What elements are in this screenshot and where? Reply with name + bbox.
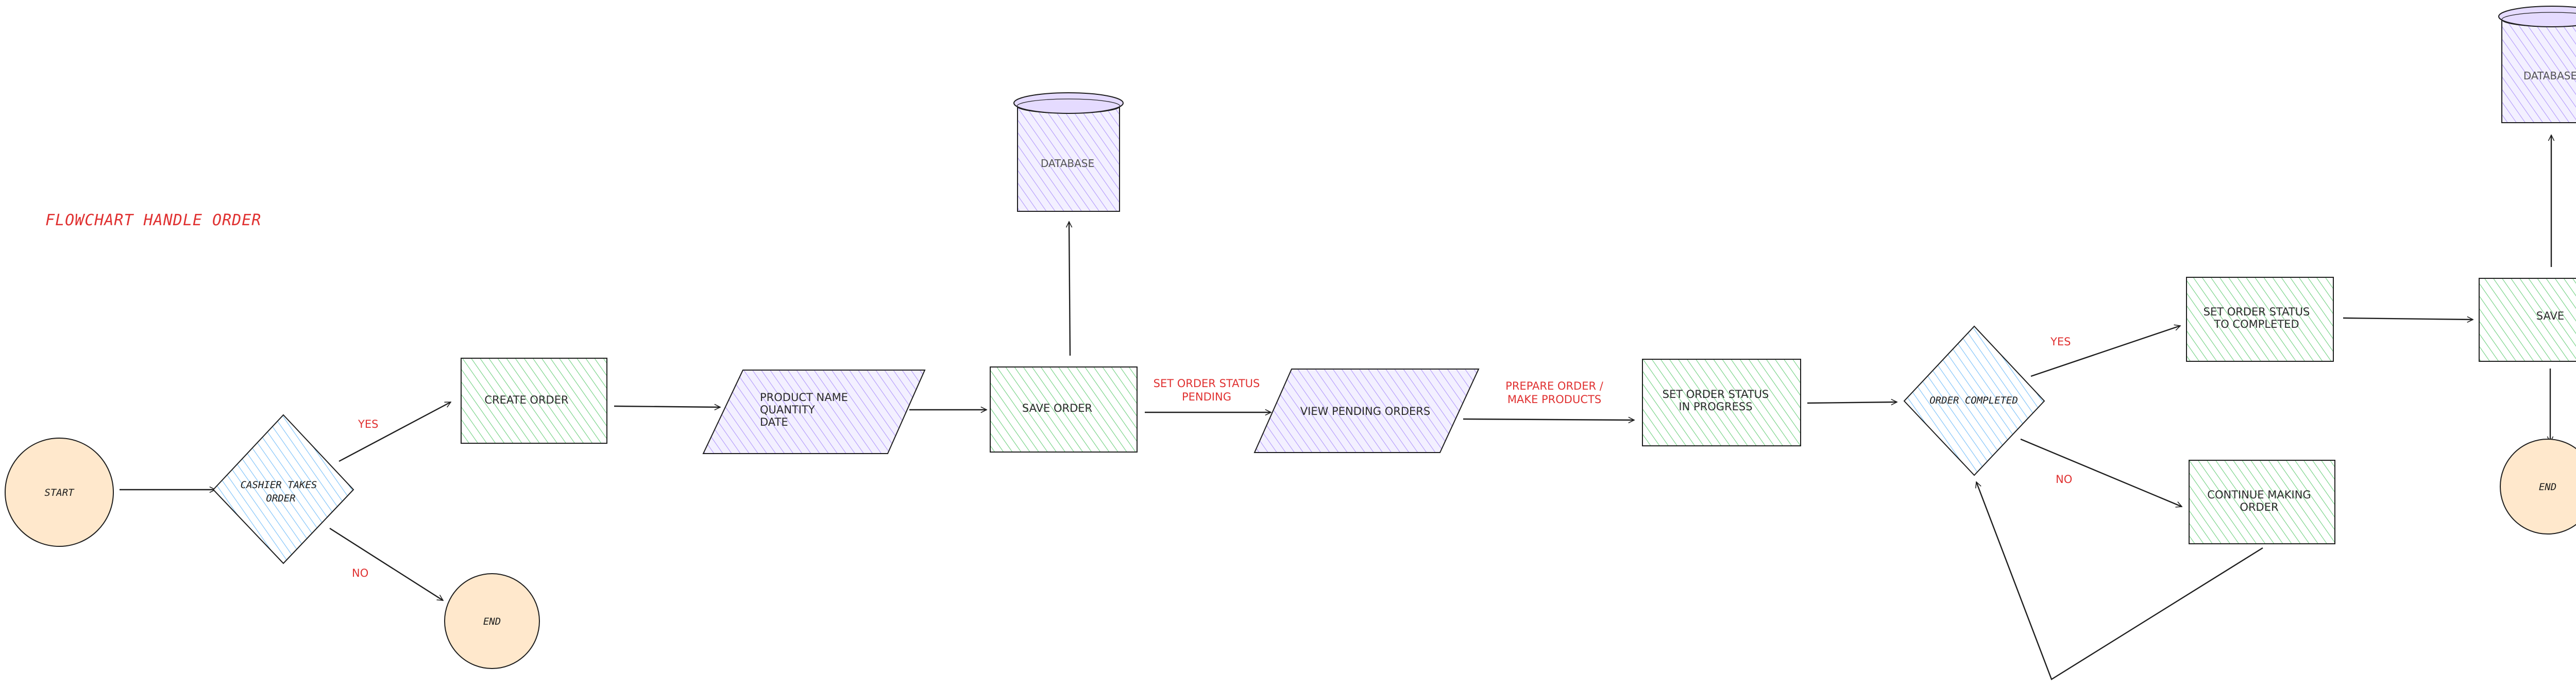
- create-order-node: CREATE ORDER: [461, 358, 607, 444]
- prepare-label-2: MAKE PRODUCTS: [1507, 393, 1601, 406]
- product-input-node: PRODUCT NAME QUANTITY DATE: [702, 370, 926, 454]
- set-completed-label-1: SET ORDER STATUS: [2204, 306, 2310, 318]
- end-node-2: END: [2500, 439, 2576, 534]
- view-pending-orders-label: VIEW PENDING ORDERS: [1300, 405, 1430, 417]
- set-in-progress-node: SET ORDER STATUS IN PROGRESS: [1642, 359, 1801, 446]
- cashier-decision-label-2: ORDER: [266, 493, 295, 504]
- arrow-create-to-input: [614, 406, 720, 407]
- cashier-decision-label-1: CASHIER TAKES: [241, 479, 317, 491]
- end-1-label: END: [483, 616, 501, 627]
- save-order-label: SAVE ORDER: [1022, 402, 1092, 414]
- prepare-label-1: PREPARE ORDER /: [1505, 380, 1604, 392]
- arrow-decision-yes: [338, 401, 451, 462]
- product-input-line-1: PRODUCT NAME: [760, 391, 848, 404]
- cashier-decision-node: CASHIER TAKES ORDER: [212, 414, 354, 564]
- start-node: START: [5, 438, 114, 547]
- continue-making-label-1: CONTINUE MAKING: [2207, 489, 2311, 501]
- product-input-line-2: QUANTITY: [760, 404, 815, 416]
- database-1-node: DATABASE: [1013, 92, 1124, 212]
- arrow-completed-no: [2020, 438, 2182, 507]
- no-label-1: NO: [352, 567, 368, 579]
- view-pending-orders-node: VIEW PENDING ORDERS: [1253, 369, 1480, 453]
- set-in-progress-label-2: IN PROGRESS: [1679, 400, 1752, 413]
- set-in-progress-label-1: SET ORDER STATUS: [1663, 388, 1769, 400]
- arrow-completed-yes: [2030, 326, 2180, 377]
- arrow-continue-loop-back: [1976, 482, 2263, 680]
- continue-making-node: CONTINUE MAKING ORDER: [2189, 460, 2335, 544]
- start-label: START: [44, 487, 75, 498]
- database-2-node: DATABASE: [2498, 6, 2576, 123]
- arrow-view-to-in-progress: [1463, 419, 1634, 420]
- set-pending-label-2: PENDING: [1182, 391, 1231, 403]
- arrow-decision-no: [329, 527, 443, 602]
- save-order-node: SAVE ORDER: [990, 366, 1138, 453]
- continue-making-label-2: ORDER: [2240, 501, 2278, 513]
- set-completed-label-2: TO COMPLETED: [2213, 318, 2299, 330]
- yes-label-2: YES: [2050, 336, 2071, 348]
- diagram-title: FLOWCHART HANDLE ORDER: [45, 211, 261, 229]
- end-node-1: END: [444, 573, 540, 669]
- set-completed-node: SET ORDER STATUS TO COMPLETED: [2186, 277, 2334, 362]
- end-2-label: END: [2539, 481, 2556, 493]
- database-2-label: DATABASE: [2523, 70, 2576, 82]
- set-pending-label-1: SET ORDER STATUS: [1154, 377, 1260, 390]
- order-completed-label: ORDER COMPLETED: [1929, 395, 2018, 406]
- no-label-2: NO: [2056, 473, 2072, 486]
- database-1-label: DATABASE: [1041, 157, 1094, 170]
- arrow-completed-to-save: [2343, 318, 2473, 320]
- product-input-line-3: DATE: [760, 416, 788, 428]
- save-label: SAVE: [2536, 310, 2564, 322]
- yes-label-1: YES: [358, 418, 378, 430]
- arrow-in-progress-to-decision: [1807, 402, 1897, 403]
- order-completed-decision-node: ORDER COMPLETED: [1903, 325, 2045, 476]
- save-node: SAVE: [2479, 278, 2576, 362]
- create-order-label: CREATE ORDER: [484, 394, 568, 406]
- arrow-save-to-db1: [1069, 222, 1070, 356]
